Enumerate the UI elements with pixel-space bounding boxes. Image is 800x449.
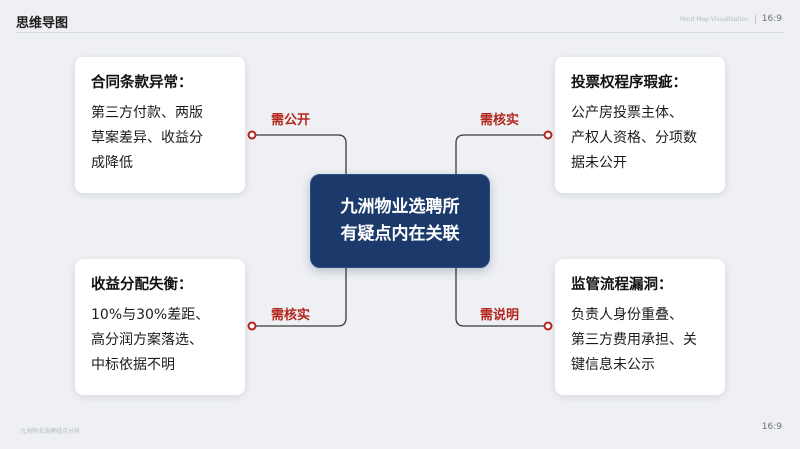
tag-bottom-left: 需核实 <box>271 308 311 323</box>
card-line: 成降低 <box>91 155 133 171</box>
central-node: 九洲物业选聘所 有疑点内在关联 <box>310 174 490 268</box>
card-contract-anomaly: 合同条款异常： 第三方付款、两版 草案差异、收益分 成降低 <box>75 57 245 193</box>
card-line: 高分润方案落选、 <box>91 332 203 348</box>
top-meta-separator <box>754 14 756 24</box>
card-line: 中标依据不明 <box>91 357 175 373</box>
card-title: 投票权程序瑕疵： <box>571 75 687 91</box>
aspect-ratio-bottom: 16:9 <box>761 422 782 432</box>
card-line: 公产房投票主体、 <box>571 105 683 121</box>
connector-dot-bottom-right <box>543 321 553 331</box>
card-line: 草案差异、收益分 <box>91 130 203 146</box>
connector-dot-top-left <box>247 130 257 140</box>
top-right-meta: Mind Map Visualization 16:9 <box>680 14 782 24</box>
footer-faint-caption: 九洲物业选聘疑点分析 <box>20 428 81 435</box>
slide-title: 思维导图 <box>16 16 69 31</box>
top-faint-caption: Mind Map Visualization <box>679 15 749 23</box>
card-line: 键信息未公示 <box>571 357 655 373</box>
card-revenue-imbalance: 收益分配失衡： 10%与30%差距、 高分润方案落选、 中标依据不明 <box>75 259 245 395</box>
card-body: 负责人身份重叠、 第三方费用承担、关 键信息未公示 <box>571 303 709 378</box>
card-body: 公产房投票主体、 产权人资格、分项数 据未公开 <box>571 101 709 176</box>
card-line: 负责人身份重叠、 <box>571 307 683 323</box>
card-title: 监管流程漏洞： <box>571 277 673 293</box>
connector-bottom-left <box>252 268 347 327</box>
card-line: 产权人资格、分项数 <box>571 130 697 146</box>
card-line: 第三方费用承担、关 <box>571 332 697 348</box>
aspect-ratio-top: 16:9 <box>761 14 782 24</box>
card-title: 收益分配失衡： <box>91 277 193 293</box>
card-body: 10%与30%差距、 高分润方案落选、 中标依据不明 <box>91 303 229 378</box>
connector-bottom-right <box>455 268 548 327</box>
card-oversight-gap: 监管流程漏洞： 负责人身份重叠、 第三方费用承担、关 键信息未公示 <box>555 259 725 395</box>
card-line: 第三方付款、两版 <box>91 105 203 121</box>
tag-bottom-right: 需说明 <box>480 308 520 323</box>
connector-dot-bottom-left <box>247 321 257 331</box>
tag-top-left: 需公开 <box>271 113 311 128</box>
connector-top-left <box>252 134 347 178</box>
connector-top-right <box>455 134 548 178</box>
top-divider <box>16 32 784 33</box>
tag-top-right: 需核实 <box>480 113 520 128</box>
card-line: 10%与30%差距、 <box>91 307 210 323</box>
central-node-line1: 九洲物业选聘所 <box>340 197 460 217</box>
card-body: 第三方付款、两版 草案差异、收益分 成降低 <box>91 101 229 176</box>
card-line: 据未公开 <box>571 155 627 171</box>
connector-dot-top-right <box>543 130 553 140</box>
card-title: 合同条款异常： <box>91 75 193 91</box>
card-voting-flaw: 投票权程序瑕疵： 公产房投票主体、 产权人资格、分项数 据未公开 <box>555 57 725 193</box>
central-node-line2: 有疑点内在关联 <box>340 224 460 244</box>
